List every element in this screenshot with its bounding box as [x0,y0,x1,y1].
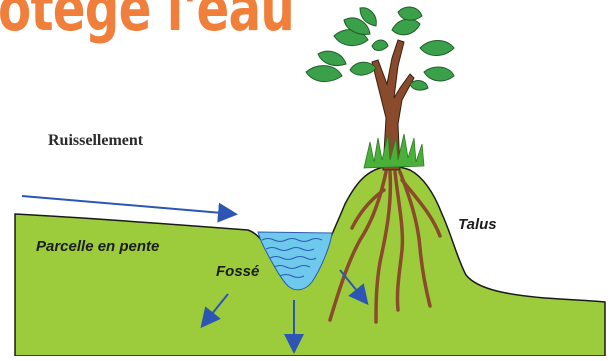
ditch-label: Fossé [216,263,259,280]
runoff-label: Ruissellement [48,132,143,150]
page-title: otège l'eau [0,0,294,40]
runoff-arrow [22,196,234,214]
bank-label: Talus [458,216,497,233]
plot-label: Parcelle en pente [36,238,159,255]
